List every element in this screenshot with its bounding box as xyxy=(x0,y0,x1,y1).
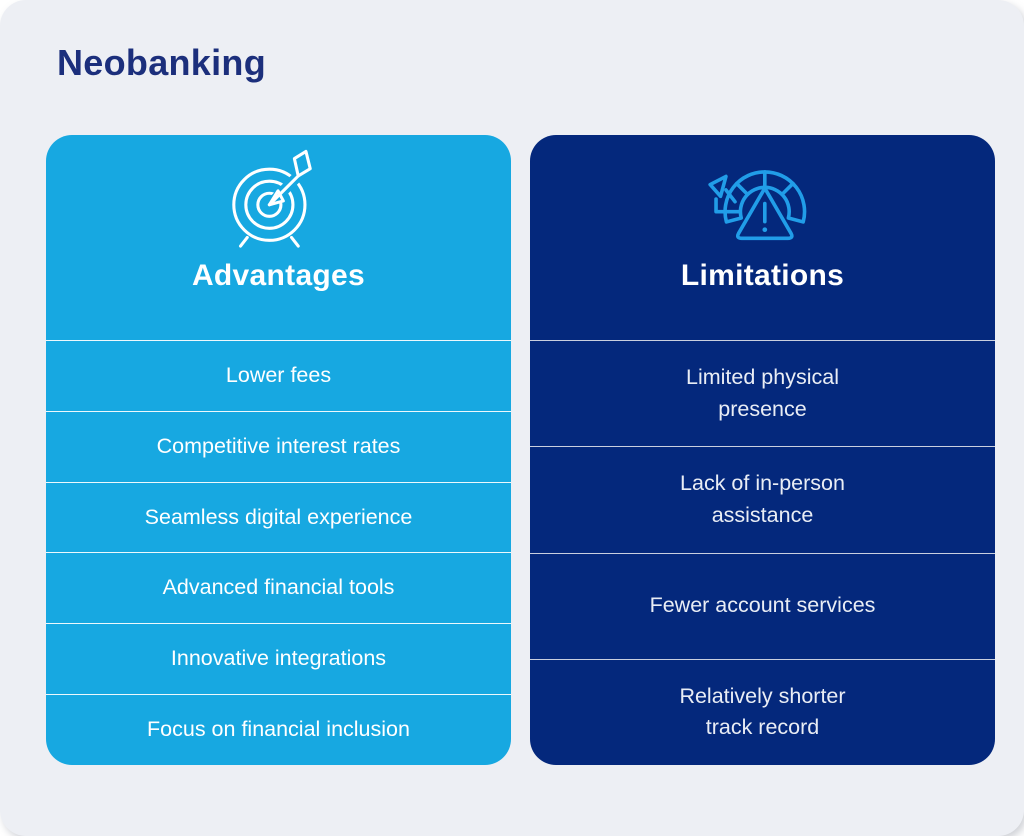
page-title: Neobanking xyxy=(57,42,267,83)
advantages-heading: Advantages xyxy=(191,259,366,292)
advantage-row: Seamless digital experience xyxy=(46,481,511,553)
advantages-list: Lower fees Competitive interest rates Se… xyxy=(46,340,511,765)
target-arrow-icon xyxy=(231,149,317,248)
limitations-card: Limitations Limited physical presence La… xyxy=(530,135,995,765)
limitation-row: Lack of in-person assistance xyxy=(530,446,995,552)
limitation-row: Relatively shorter track record xyxy=(530,658,995,765)
advantages-card: Advantages Lower fees Competitive intere… xyxy=(46,135,511,765)
limitation-row: Limited physical presence xyxy=(530,340,995,446)
limitations-header: Limitations xyxy=(530,135,995,340)
advantage-row: Innovative integrations xyxy=(46,623,511,694)
limitations-list: Limited physical presence Lack of in-per… xyxy=(530,340,995,765)
advantage-row: Competitive interest rates xyxy=(46,410,511,482)
limitation-row: Fewer account services xyxy=(530,552,995,659)
advantage-row: Lower fees xyxy=(46,340,511,411)
advantage-row: Focus on financial inclusion xyxy=(46,694,511,765)
limitations-heading: Limitations xyxy=(680,259,845,292)
gauge-warning-icon xyxy=(707,170,806,241)
advantages-header: Advantages xyxy=(46,135,511,340)
advantage-row: Advanced financial tools xyxy=(46,552,511,623)
comparison-columns: Advantages Lower fees Competitive intere… xyxy=(46,135,995,765)
